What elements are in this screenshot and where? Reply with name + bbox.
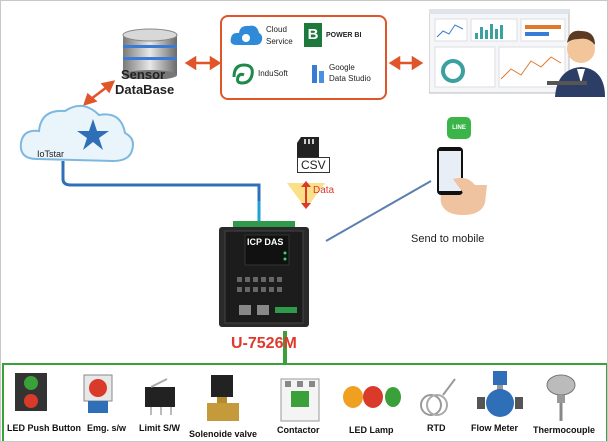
data-label: Data: [313, 185, 335, 196]
sensor-label-led-lamp: LED Lamp: [349, 425, 394, 435]
sd-card-icon: [297, 137, 319, 157]
cloud-services-box: Cloud Service B POWER BI InduSoft Google…: [220, 15, 387, 100]
led-lamp-icon: [343, 386, 401, 408]
database-icon: [122, 28, 178, 79]
device-name: U-7526M: [231, 335, 297, 352]
sensor-label-contactor: Contactor: [277, 425, 320, 435]
wire-device-to-mobile: [325, 180, 432, 242]
database-label-1: Sensor: [121, 67, 166, 82]
indusoft-icon: [232, 63, 254, 85]
google-label-2: Data Studio: [329, 74, 371, 83]
sensor-label-led-push-button: LED Push Button: [7, 423, 81, 433]
csv-label: CSV: [297, 157, 330, 173]
database-label-2: DataBase: [115, 82, 175, 97]
send-to-mobile-label: Send to mobile: [411, 233, 485, 245]
contactor-icon: [280, 378, 320, 422]
limit-switch-icon: [145, 378, 175, 415]
smartphone-hand-icon: [437, 147, 487, 215]
sensor-label-emg-switch: Emg. s/w: [87, 423, 127, 433]
data-arrow-icon: [287, 181, 325, 209]
iotstar-cloud-icon: [19, 104, 134, 163]
cloud-service-label-2: Service: [266, 37, 293, 46]
cloud-service-label-1: Cloud: [266, 25, 287, 34]
line-app-icon: LINE: [447, 117, 471, 139]
rtd-icon: [420, 378, 456, 416]
google-data-studio-icon: [312, 65, 324, 83]
indusoft-label: InduSoft: [258, 69, 288, 78]
wire-cloud-to-device: [61, 161, 261, 233]
powerbi-icon: B: [304, 23, 322, 47]
thermocouple-icon: [546, 374, 576, 421]
flow-meter-icon: [477, 371, 523, 417]
sensor-label-rtd: RTD: [427, 423, 446, 433]
led-push-button-icon: [15, 373, 47, 411]
sensor-label-solenoid-valve: Solenoide valve: [189, 429, 258, 439]
device-brand: ICP DAS: [247, 237, 284, 247]
powerbi-label: POWER BI: [326, 32, 362, 39]
u7526m-device: [219, 221, 309, 327]
arrow-db-services: [184, 55, 222, 71]
sensor-label-thermocouple: Thermocouple: [533, 425, 596, 435]
arrow-cloud-db: [83, 80, 116, 106]
google-label-1: Google: [329, 63, 355, 72]
iotstar-label: IoTstar: [37, 149, 65, 159]
solenoid-valve-icon: [207, 375, 239, 421]
dashboard-screen: [429, 9, 605, 97]
cloud-service-icon: [230, 25, 263, 45]
sensor-label-limit-switch: Limit S/W: [139, 423, 180, 433]
arrow-services-dashboard: [388, 55, 424, 71]
emergency-switch-icon: [83, 374, 113, 413]
sensor-label-flow-meter: Flow Meter: [471, 423, 519, 433]
